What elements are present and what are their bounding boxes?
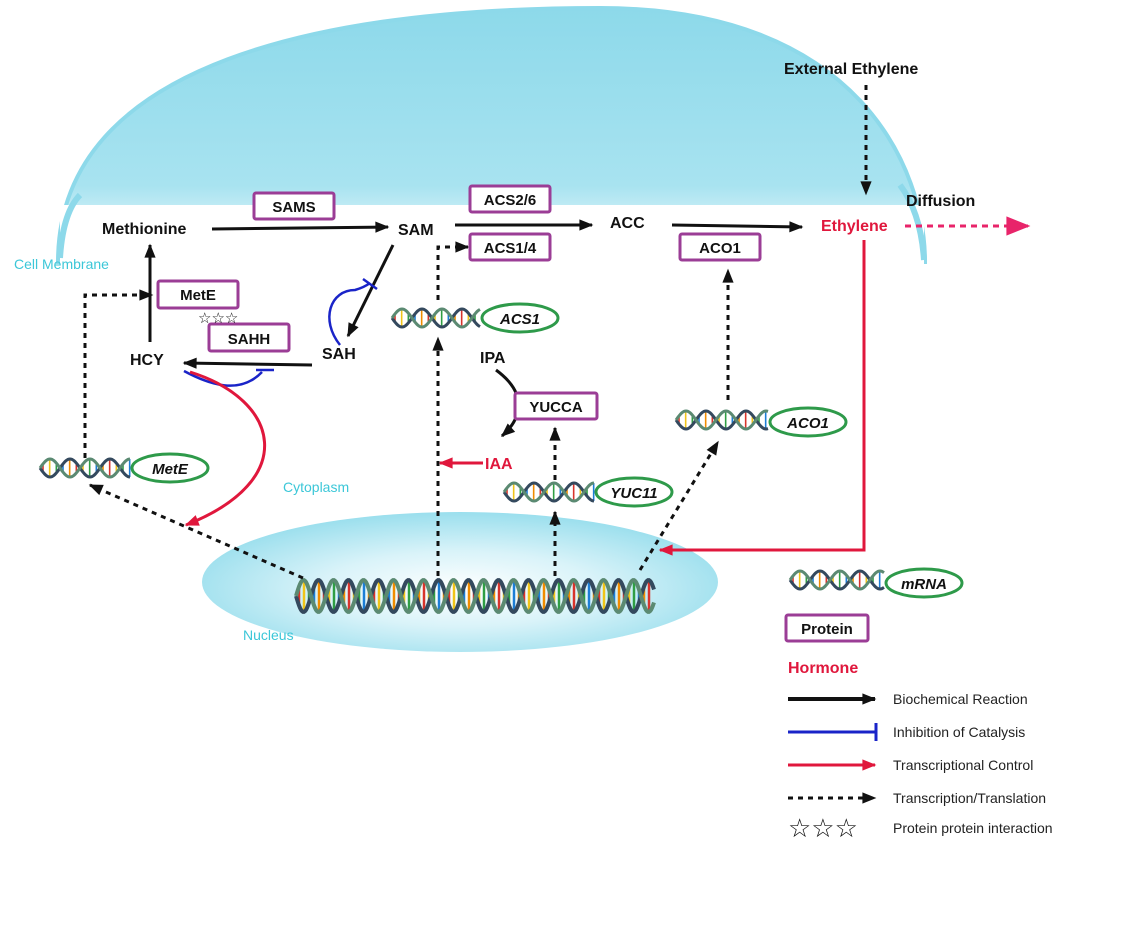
dna-to-mete-arrow (88, 483, 304, 580)
mrna-helices (38, 307, 885, 591)
diffusion-label: Diffusion (906, 193, 975, 210)
legend-ppi-stars: ☆☆☆ (788, 814, 858, 844)
mete-helix (38, 457, 131, 479)
membrane-edge-right (897, 183, 927, 261)
svg-text:Protein: Protein (801, 621, 853, 638)
svg-text:ACO1: ACO1 (786, 415, 829, 432)
acc-to-ethylene-arrow (671, 221, 804, 233)
sam-to-sah-arrow (346, 244, 395, 338)
legend-inhibition-text: Inhibition of Catalysis (893, 724, 1025, 740)
mrna-yuc11: YUC11 (594, 476, 674, 508)
svg-text:mRNA: mRNA (901, 576, 947, 593)
svg-text:ACS1/4: ACS1/4 (484, 240, 537, 257)
legend-mrna-helix (788, 569, 885, 591)
ethylene-to-nucleus-control (658, 240, 866, 556)
ppi-stars: ☆☆☆ (198, 309, 238, 327)
dna-helix (294, 578, 656, 614)
legend-protein: Protein (784, 613, 870, 643)
protein-mete: MetE (156, 279, 240, 310)
hcy-label: HCY (130, 352, 164, 369)
mrna-acs1: ACS1 (480, 302, 560, 334)
methionine-label: Methionine (102, 221, 187, 238)
sah-label: SAH (322, 346, 356, 363)
svg-text:MetE: MetE (152, 461, 189, 478)
svg-text:ACS2/6: ACS2/6 (484, 192, 537, 209)
legend-biochemical-text: Biochemical Reaction (893, 691, 1028, 707)
nucleus-ellipse (202, 512, 718, 652)
svg-text:SAMS: SAMS (272, 199, 315, 216)
acs1-helix (390, 307, 481, 329)
legend-hormone: Hormone (788, 660, 858, 677)
sah-to-hcy-arrow (182, 357, 313, 369)
legend-transcription-text: Transcription/Translation (893, 790, 1046, 806)
nucleus-label: Nucleus (243, 627, 294, 643)
mete-to-mete-protein-arrow (83, 289, 154, 458)
methionine-to-sam-arrow (211, 221, 390, 233)
legend-mrna: mRNA (884, 567, 964, 599)
svg-text:SAHH: SAHH (228, 331, 271, 348)
protein-sams: SAMS (252, 191, 336, 221)
ethylene-label: Ethylene (821, 218, 888, 235)
dna-strands (294, 578, 656, 614)
acc-label: ACC (610, 215, 645, 232)
aco1-helix (674, 409, 769, 431)
protein-acs26: ACS2/6 (468, 184, 552, 214)
cytoplasm-label: Cytoplasm (283, 479, 349, 495)
ipa-label: IPA (480, 350, 506, 367)
acs1-to-acs14-arrow (436, 241, 470, 300)
external-ethylene-label: External Ethylene (784, 61, 918, 78)
legend-ppi-text: Protein protein interaction (893, 820, 1053, 836)
cell-membrane-label: Cell Membrane (14, 256, 109, 272)
svg-text:MetE: MetE (180, 287, 216, 304)
dna-to-aco1-arrow (638, 440, 720, 571)
protein-aco1: ACO1 (678, 232, 762, 262)
inhibition-sah-sams (328, 281, 371, 346)
legend-transcriptional-text: Transcriptional Control (893, 757, 1033, 773)
sam-label: SAM (398, 222, 434, 239)
protein-yucca: YUCCA (513, 391, 599, 421)
legend: mRNA Protein Hormone Biochemical Reactio… (784, 567, 1053, 844)
iaa-label: IAA (485, 456, 513, 473)
hcy-to-nucleus-control (184, 370, 266, 527)
yuc11-helix (502, 481, 595, 503)
protein-acs14: ACS1/4 (468, 232, 552, 262)
inhibition-bar-1 (362, 277, 378, 291)
mrna-aco1: ACO1 (768, 406, 848, 438)
svg-text:ACS1: ACS1 (499, 311, 540, 328)
protein-sahh: SAHH (207, 322, 291, 353)
svg-text:YUCCA: YUCCA (529, 399, 583, 416)
svg-text:YUC11: YUC11 (610, 485, 657, 502)
mrna-mete: MetE (130, 452, 210, 484)
membrane-edge (57, 192, 83, 259)
svg-text:ACO1: ACO1 (699, 240, 741, 257)
